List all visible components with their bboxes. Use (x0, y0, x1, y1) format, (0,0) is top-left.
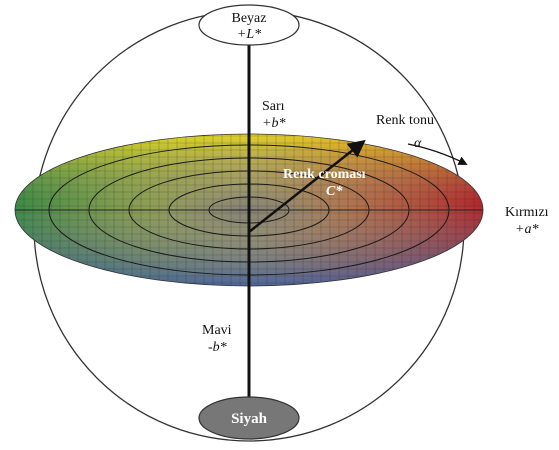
black-pole: Siyah (198, 396, 300, 440)
yellow-axis-name: Sarı (262, 99, 285, 114)
blue-axis-name: Mavi (202, 323, 232, 338)
white-pole-axis: +L* (237, 27, 261, 42)
red-axis-name: Kırmızı (505, 205, 549, 220)
hue-arc-arrow (407, 143, 468, 165)
red-axis-symbol: +a* (515, 222, 538, 237)
chroma-arrow (248, 139, 366, 233)
white-pole: Beyaz +L* (198, 4, 300, 46)
chroma-symbol: C* (326, 184, 343, 199)
hue-label: Renk tonu (376, 113, 434, 128)
black-pole-name: Siyah (231, 411, 268, 427)
blue-axis-symbol: -b* (208, 340, 227, 355)
yellow-axis-symbol: +b* (262, 116, 285, 131)
white-pole-name: Beyaz (232, 11, 267, 26)
hue-symbol: α (414, 136, 422, 151)
chroma-label: Renk croması (283, 167, 366, 182)
